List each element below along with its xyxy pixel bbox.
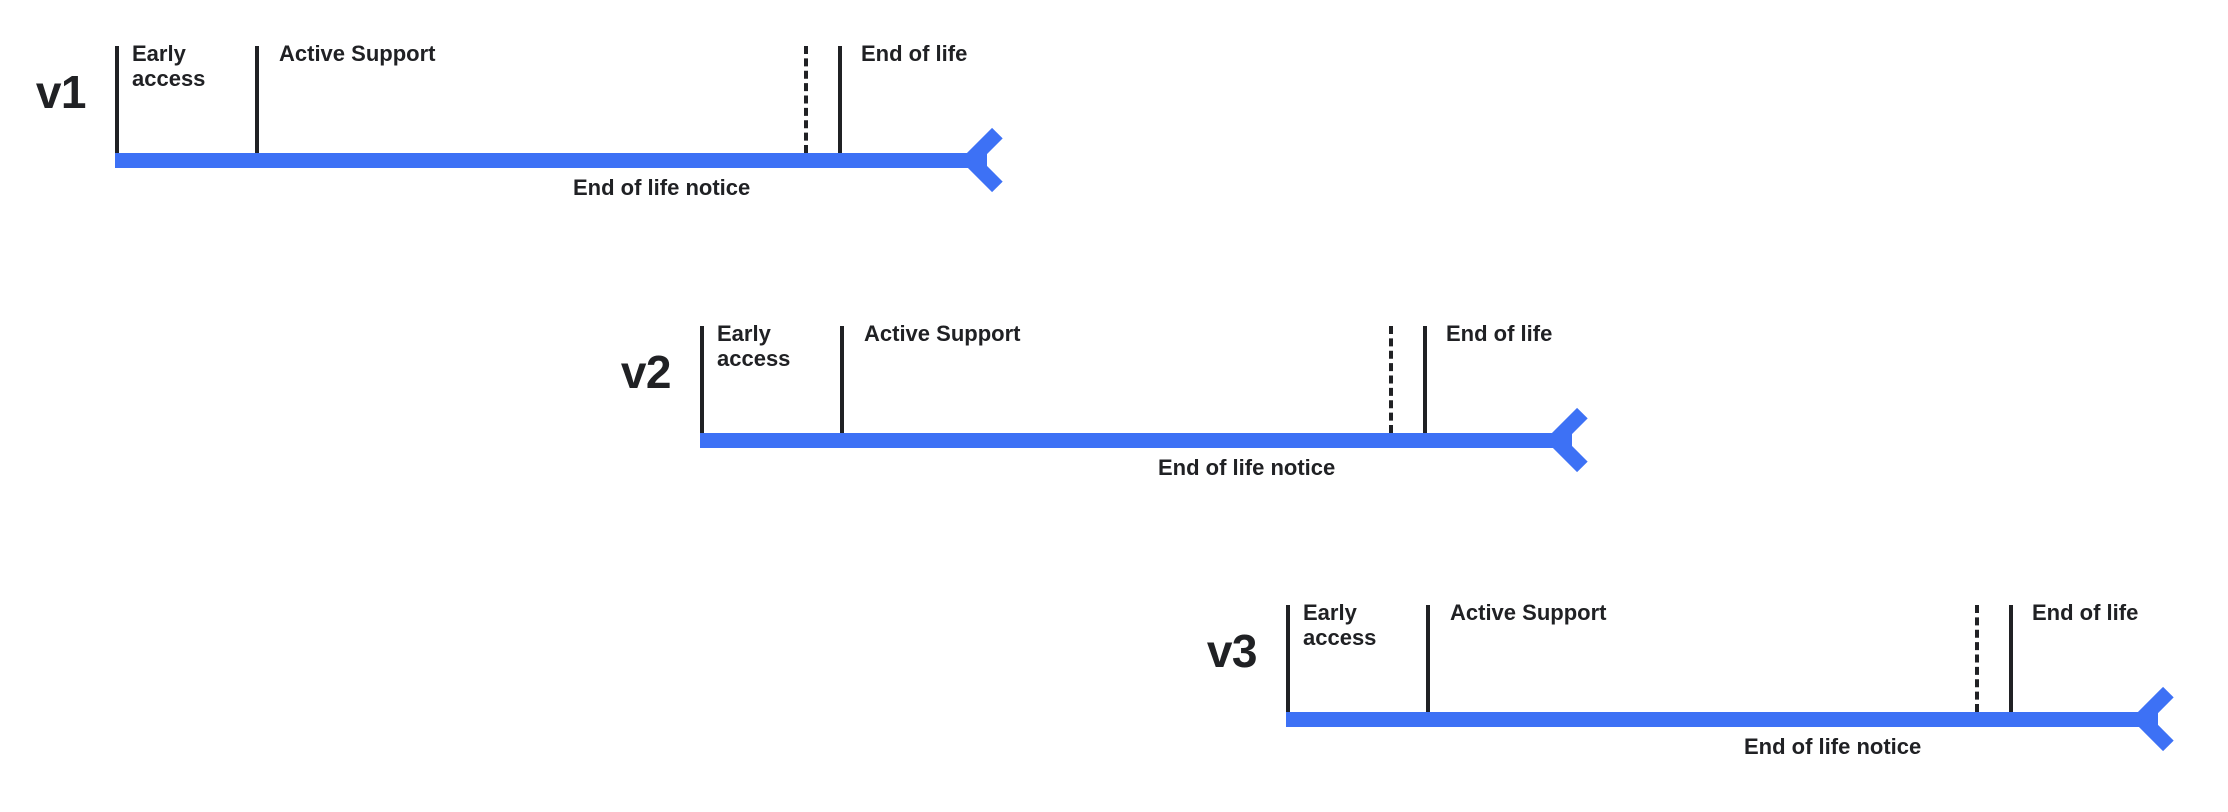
end-of-life-notice-marker-v1 [804, 46, 808, 153]
version-label-v1: v1 [35, 66, 87, 118]
phase-divider-active-support-v1 [255, 46, 259, 153]
phase-label-active-support-v3: Active Support [1450, 600, 1607, 625]
phase-divider-end-of-life-v3 [2009, 605, 2013, 712]
phase-divider-start-v1 [115, 46, 119, 153]
lifecycle-arrow-head-v1 [963, 127, 1007, 204]
notice-label-v3: End of life notice [1744, 734, 1922, 759]
phase-label-early-access-v3: Early access [1303, 600, 1377, 650]
phase-label-active-support-v1: Active Support [279, 41, 436, 66]
phase-label-end-of-life-v3: End of life [2032, 600, 2139, 625]
phase-label-early-access-v1: Early access [132, 41, 206, 91]
lifecycle-bar-v2 [700, 433, 1572, 448]
phase-divider-active-support-v2 [840, 326, 844, 433]
lifecycle-bar-v3 [1286, 712, 2158, 727]
phase-label-active-support-v2: Active Support [864, 321, 1021, 346]
phase-divider-end-of-life-v2 [1423, 326, 1427, 433]
phase-divider-active-support-v3 [1426, 605, 1430, 712]
lifecycle-arrow-head-v2 [1548, 407, 1592, 484]
end-of-life-notice-marker-v2 [1389, 326, 1393, 433]
phase-divider-start-v3 [1286, 605, 1290, 712]
phase-label-end-of-life-v1: End of life [861, 41, 968, 66]
phase-divider-end-of-life-v1 [838, 46, 842, 153]
lifecycle-arrow-head-v3 [2134, 686, 2178, 763]
version-label-v3: v3 [1206, 625, 1258, 677]
end-of-life-notice-marker-v3 [1975, 605, 1979, 712]
version-label-v2: v2 [620, 346, 672, 398]
phase-label-early-access-v2: Early access [717, 321, 791, 371]
phase-divider-start-v2 [700, 326, 704, 433]
lifecycle-bar-v1 [115, 153, 987, 168]
notice-label-v2: End of life notice [1158, 455, 1336, 480]
phase-label-end-of-life-v2: End of life [1446, 321, 1553, 346]
notice-label-v1: End of life notice [573, 175, 751, 200]
